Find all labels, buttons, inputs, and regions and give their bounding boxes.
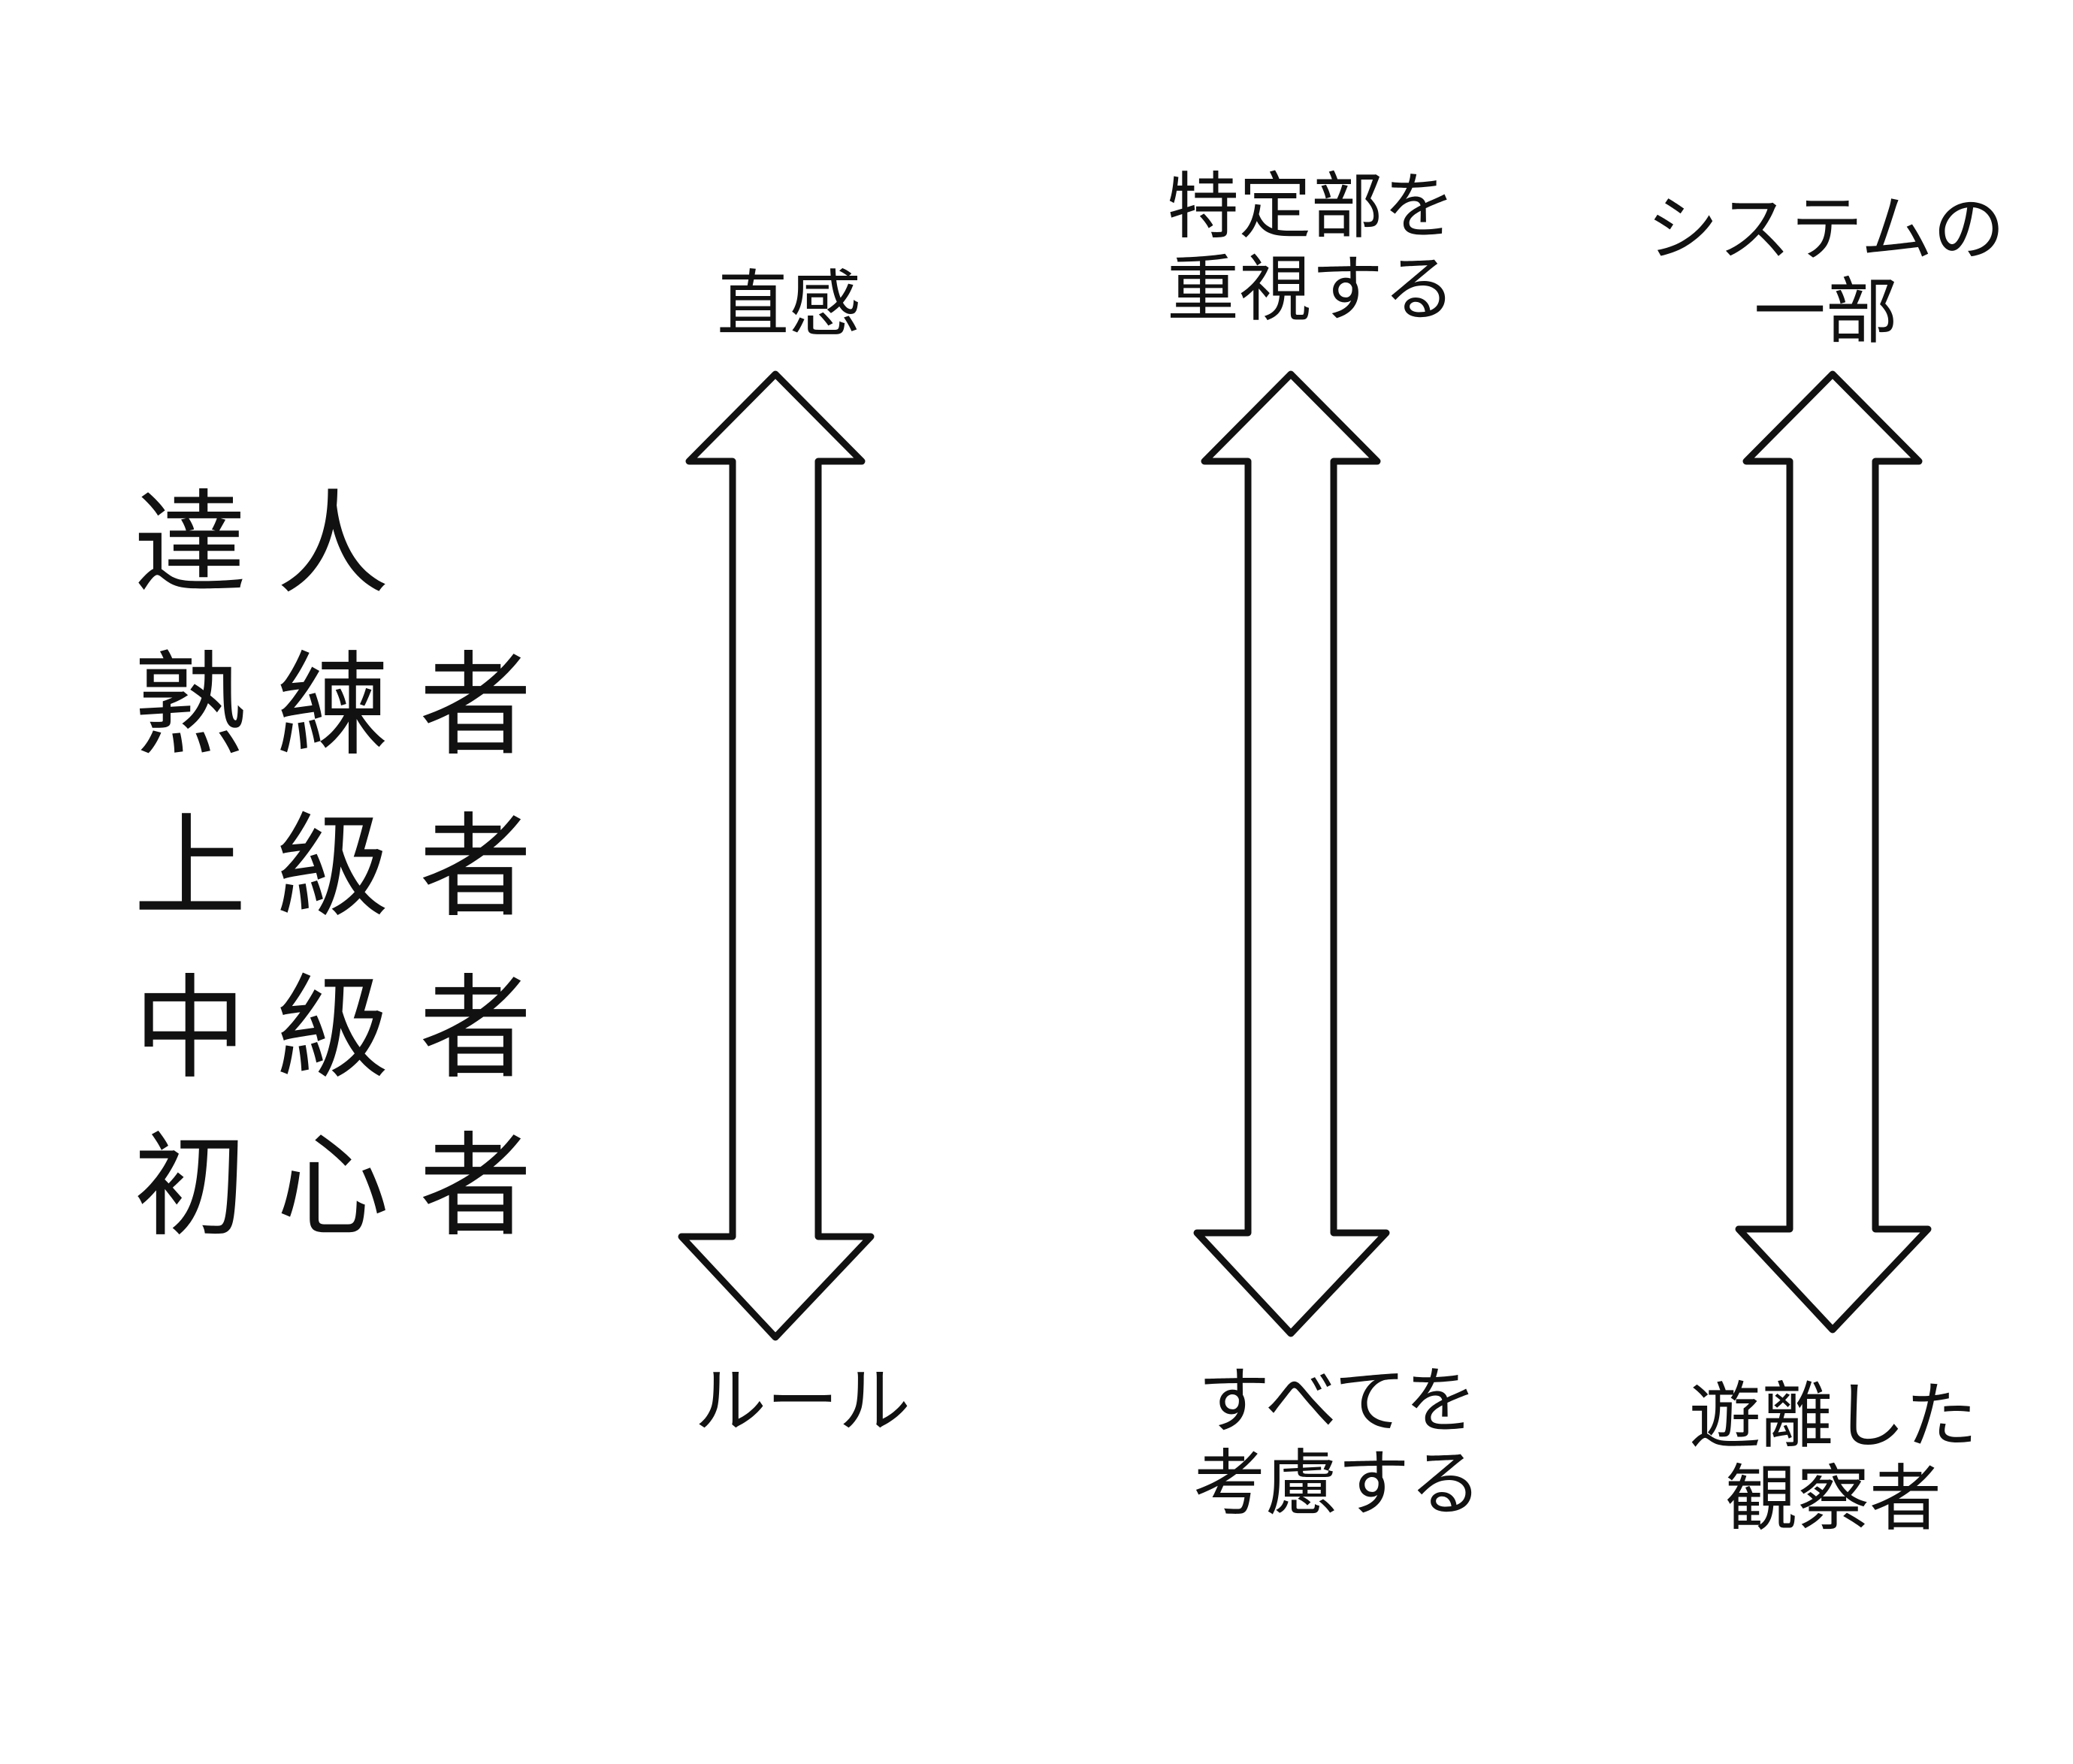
axis2-bottom-line2: 考慮する: [1193, 1442, 1482, 1527]
axis1-top-line1: 直感: [717, 262, 861, 346]
axis3-top-label: システムの 一部: [1646, 188, 2005, 354]
axis3-bottom-label: 遊離した 観察者: [1689, 1375, 1978, 1541]
axis2-bottom-line1: すべてを: [1198, 1359, 1477, 1443]
axis3-bottom-line2: 観察者: [1725, 1457, 1942, 1542]
axis2-top-line1: 特定部を: [1167, 165, 1455, 249]
axis3-top-line1: システムの: [1646, 187, 2005, 271]
level-novice: 初心者: [134, 1122, 563, 1252]
axis2-bottom-label: すべてを 考慮する: [1193, 1360, 1482, 1526]
axis1-bottom-label: ルール: [694, 1359, 911, 1443]
level-competent: 上級者: [134, 802, 563, 933]
axis2-top-line2: 重視する: [1167, 247, 1455, 332]
axis1-bottom-line1: ルール: [694, 1359, 911, 1443]
axis3-bottom-line1: 遊離した: [1689, 1374, 1978, 1458]
level-expert: 達人: [134, 479, 420, 610]
level-advanced-beginner: 中級者: [134, 964, 563, 1095]
double-arrow-parts-whole: [1193, 370, 1390, 1337]
axis2-top-label: 特定部を 重視する: [1167, 165, 1455, 331]
double-arrow-involved-detached: [1735, 370, 1932, 1334]
double-arrow-intuition-rules: [678, 370, 875, 1341]
axis3-top-line2: 一部: [1754, 270, 1898, 355]
axis1-top-label: 直感: [717, 263, 861, 346]
level-proficient: 熟練者: [134, 641, 563, 772]
